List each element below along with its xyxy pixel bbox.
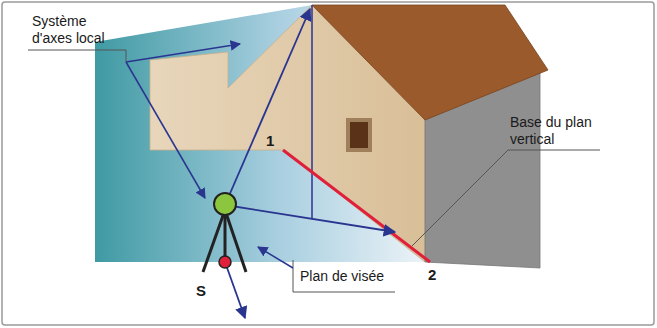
leader-arrow xyxy=(126,44,240,62)
leader-arrow xyxy=(258,247,293,268)
station-label: S xyxy=(196,282,212,299)
label-underline xyxy=(508,150,600,151)
leader-arrow xyxy=(126,62,205,198)
window xyxy=(350,122,368,148)
label-underline xyxy=(28,50,126,51)
callout-number: 1 xyxy=(266,132,282,149)
house-roof xyxy=(312,5,548,120)
callout-number: 2 xyxy=(428,266,444,283)
local-axis xyxy=(225,262,245,318)
plane-label: Plan de visée xyxy=(300,268,410,285)
leader-line xyxy=(412,150,508,246)
label-underline xyxy=(126,50,127,62)
sight-line xyxy=(225,205,395,232)
station-point xyxy=(219,256,231,268)
axis-label: Système d'axes local xyxy=(32,13,124,47)
tripod xyxy=(203,210,246,272)
plane-base-line xyxy=(283,150,430,262)
station-instrument xyxy=(214,193,236,215)
sight-line xyxy=(225,9,310,205)
frame xyxy=(2,2,654,325)
base-label: Base du plan vertical xyxy=(510,114,610,148)
window-frame xyxy=(346,118,372,152)
plane-vertical-edge xyxy=(311,5,313,218)
